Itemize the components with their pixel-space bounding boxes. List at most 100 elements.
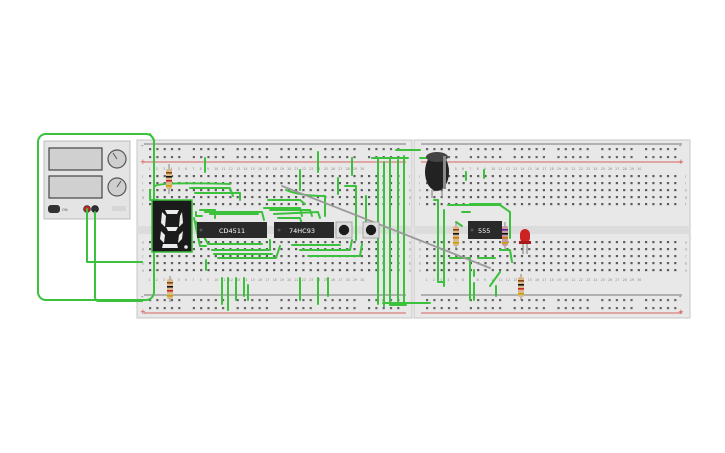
rail-hole[interactable] <box>520 307 524 310</box>
grid-hole[interactable] <box>550 241 553 244</box>
grid-hole[interactable] <box>338 182 341 185</box>
grid-hole[interactable] <box>302 269 305 272</box>
rail-hole[interactable] <box>484 148 487 151</box>
grid-hole[interactable] <box>528 189 531 192</box>
rail-hole[interactable] <box>645 148 648 151</box>
grid-hole[interactable] <box>324 189 327 192</box>
grid-hole[interactable] <box>149 241 152 244</box>
grid-hole[interactable] <box>287 203 290 206</box>
grid-hole[interactable] <box>645 196 648 199</box>
grid-hole[interactable] <box>426 262 429 265</box>
rail-hole[interactable] <box>659 156 662 159</box>
grid-hole[interactable] <box>455 262 458 265</box>
rail-hole[interactable] <box>156 307 159 310</box>
grid-hole[interactable] <box>309 203 312 206</box>
rail-hole[interactable] <box>353 299 356 302</box>
grid-hole[interactable] <box>331 262 334 265</box>
grid-hole[interactable] <box>207 189 210 192</box>
rail-hole[interactable] <box>295 156 298 159</box>
grid-hole[interactable] <box>280 182 283 185</box>
grid-hole[interactable] <box>601 182 604 185</box>
rail-hole[interactable] <box>447 156 451 159</box>
grid-hole[interactable] <box>185 189 188 192</box>
grid-hole[interactable] <box>338 241 341 244</box>
grid-hole[interactable] <box>309 241 312 244</box>
grid-hole[interactable] <box>258 262 261 265</box>
grid-hole[interactable] <box>506 175 509 178</box>
rail-hole[interactable] <box>447 148 451 151</box>
rail-hole[interactable] <box>222 148 225 151</box>
grid-hole[interactable] <box>499 189 502 192</box>
rail-hole[interactable] <box>623 156 626 159</box>
grid-hole[interactable] <box>659 255 662 258</box>
rail-hole[interactable] <box>630 299 633 302</box>
grid-hole[interactable] <box>273 189 276 192</box>
grid-hole[interactable] <box>499 262 502 265</box>
rail-hole[interactable] <box>156 148 159 151</box>
rail-hole[interactable] <box>447 299 451 302</box>
rail-hole[interactable] <box>265 156 268 159</box>
grid-hole[interactable] <box>440 255 443 258</box>
grid-hole[interactable] <box>280 175 283 178</box>
grid-hole[interactable] <box>484 196 487 199</box>
grid-hole[interactable] <box>163 182 166 185</box>
grid-hole[interactable] <box>666 269 670 272</box>
grid-hole[interactable] <box>513 196 516 199</box>
wire-gray-diagonal[interactable] <box>281 185 491 269</box>
grid-hole[interactable] <box>338 269 341 272</box>
rail-hole[interactable] <box>382 307 385 310</box>
grid-hole[interactable] <box>433 196 436 199</box>
grid-hole[interactable] <box>593 269 597 272</box>
grid-hole[interactable] <box>557 241 560 244</box>
rail-hole[interactable] <box>192 156 195 159</box>
rail-hole[interactable] <box>258 156 261 159</box>
grid-hole[interactable] <box>513 241 516 244</box>
grid-hole[interactable] <box>324 182 327 185</box>
grid-hole[interactable] <box>229 269 232 272</box>
rail-hole[interactable] <box>499 299 502 302</box>
grid-hole[interactable] <box>542 182 545 185</box>
grid-hole[interactable] <box>645 189 648 192</box>
grid-hole[interactable] <box>630 196 633 199</box>
grid-hole[interactable] <box>338 189 341 192</box>
grid-hole[interactable] <box>170 269 174 272</box>
grid-hole[interactable] <box>149 255 152 258</box>
grid-hole[interactable] <box>163 269 166 272</box>
grid-hole[interactable] <box>353 241 356 244</box>
grid-hole[interactable] <box>608 189 611 192</box>
rail-hole[interactable] <box>513 299 516 302</box>
grid-hole[interactable] <box>506 255 509 258</box>
grid-hole[interactable] <box>280 189 283 192</box>
grid-hole[interactable] <box>455 255 458 258</box>
grid-hole[interactable] <box>491 262 494 265</box>
grid-hole[interactable] <box>149 262 152 265</box>
rail-hole[interactable] <box>302 299 305 302</box>
rail-hole[interactable] <box>214 148 217 151</box>
grid-hole[interactable] <box>506 269 509 272</box>
grid-hole[interactable] <box>258 269 261 272</box>
grid-hole[interactable] <box>185 255 188 258</box>
rail-hole[interactable] <box>645 307 648 310</box>
rail-hole[interactable] <box>236 156 239 159</box>
grid-hole[interactable] <box>316 175 320 178</box>
wires[interactable] <box>86 133 513 311</box>
grid-hole[interactable] <box>178 175 181 178</box>
grid-hole[interactable] <box>368 189 371 192</box>
grid-hole[interactable] <box>229 203 232 206</box>
grid-hole[interactable] <box>674 241 677 244</box>
rail-hole[interactable] <box>586 299 589 302</box>
grid-hole[interactable] <box>674 189 677 192</box>
grid-hole[interactable] <box>520 269 524 272</box>
grid-hole[interactable] <box>491 255 494 258</box>
grid-hole[interactable] <box>477 255 480 258</box>
grid-hole[interactable] <box>535 196 538 199</box>
grid-hole[interactable] <box>601 255 604 258</box>
grid-hole[interactable] <box>360 196 363 199</box>
grid-hole[interactable] <box>302 203 305 206</box>
grid-hole[interactable] <box>295 248 298 251</box>
grid-hole[interactable] <box>630 269 633 272</box>
grid-hole[interactable] <box>666 248 670 251</box>
rail-hole[interactable] <box>222 299 225 302</box>
rail-hole[interactable] <box>601 148 604 151</box>
rail-hole[interactable] <box>674 148 677 151</box>
